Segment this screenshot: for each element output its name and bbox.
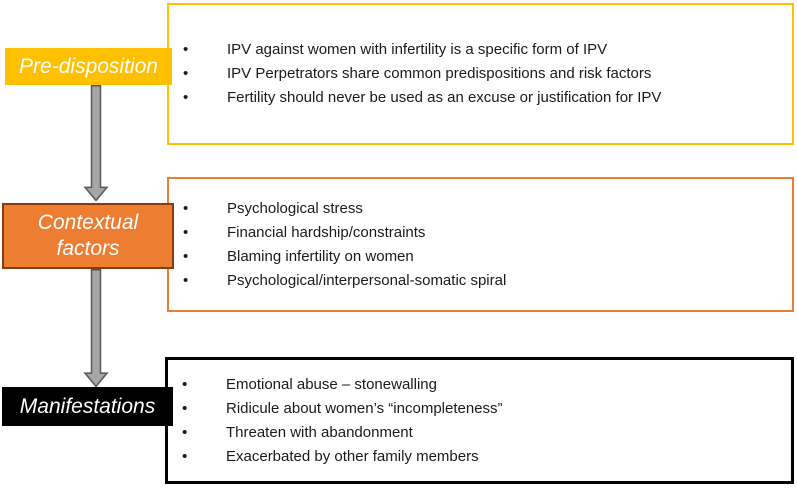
bullet-item: IPV Perpetrators share common predisposi… <box>183 62 784 86</box>
bullet-item: Emotional abuse – stonewalling <box>182 373 783 397</box>
down-arrow-icon <box>83 85 109 202</box>
contextual-factors-bullet-list: Psychological stressFinancial hardship/c… <box>169 197 792 293</box>
stage-label-text: Pre-disposition <box>19 54 158 78</box>
stage-label-text: Manifestations <box>19 394 156 418</box>
stage-label-contextual-factors: Contextual factors <box>2 203 174 269</box>
bullet-item: Ridicule about women’s “incompleteness” <box>182 397 783 421</box>
stage-label-manifestations: Manifestations <box>2 387 173 426</box>
bullet-item: IPV against women with infertility is a … <box>183 38 784 62</box>
contextual-factors-points-box: Psychological stressFinancial hardship/c… <box>167 177 794 312</box>
predisposition-bullet-list: IPV against women with infertility is a … <box>169 38 792 110</box>
bullet-item: Blaming infertility on women <box>183 245 784 269</box>
bullet-item: Fertility should never be used as an exc… <box>183 86 784 110</box>
bullet-item: Financial hardship/constraints <box>183 221 784 245</box>
down-arrow-icon <box>83 269 109 388</box>
bullet-item: Exacerbated by other family members <box>182 445 783 469</box>
bullet-item: Threaten with abandonment <box>182 421 783 445</box>
stage-label-predisposition: Pre-disposition <box>5 48 172 85</box>
bullet-item: Psychological/interpersonal-somatic spir… <box>183 269 784 293</box>
down-arrow-shape <box>83 269 109 388</box>
bullet-item: Psychological stress <box>183 197 784 221</box>
manifestations-bullet-list: Emotional abuse – stonewallingRidicule a… <box>168 373 791 469</box>
down-arrow-shape <box>83 85 109 202</box>
stage-label-text: Contextual factors <box>37 211 139 260</box>
manifestations-points-box: Emotional abuse – stonewallingRidicule a… <box>165 357 794 484</box>
predisposition-points-box: IPV against women with infertility is a … <box>167 3 794 145</box>
